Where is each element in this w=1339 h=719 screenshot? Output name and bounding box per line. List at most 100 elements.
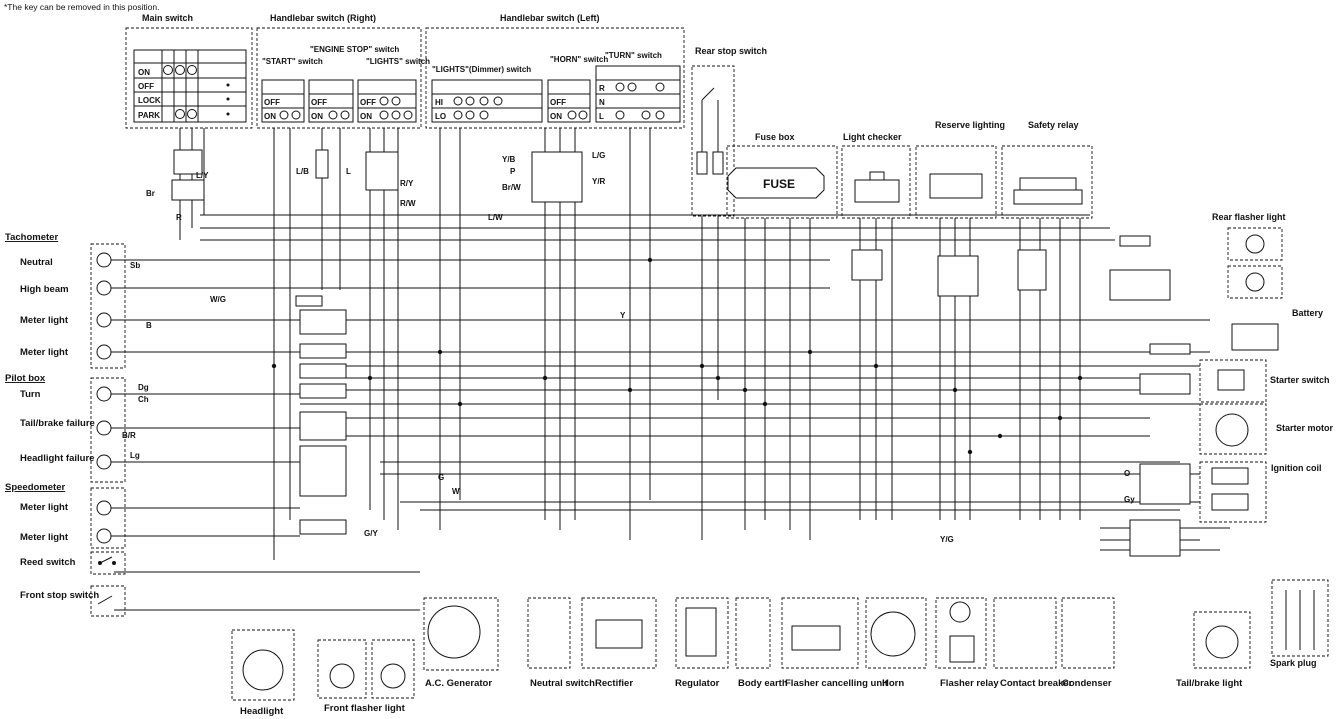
dimmer-switch-table <box>431 79 543 123</box>
wire-code-18: Ch <box>138 395 149 404</box>
speedometer-frame <box>90 487 126 549</box>
wire-code-25: Gy <box>1124 495 1135 504</box>
engine-stop-table <box>308 79 354 123</box>
left-item-2: Meter light <box>20 315 69 326</box>
tachometer-label: Tachometer <box>5 232 58 243</box>
starter-motor-frame <box>1199 403 1267 455</box>
wire-code-20: Lg <box>130 451 140 460</box>
turn-row-l: L <box>599 112 604 121</box>
lights-row-off: OFF <box>360 98 376 107</box>
rear-flasher-bulb-1 <box>1245 234 1265 254</box>
left-item-3: Meter light <box>20 347 69 358</box>
ignition-coil-frame <box>1199 461 1267 523</box>
bottom-label-3: Neutral switch <box>530 678 595 689</box>
main-row-2: LOCK <box>138 96 161 105</box>
dimmer-row-hi: HI <box>435 98 443 107</box>
wire-code-17: Dg <box>138 383 149 392</box>
rear-flasher-frame-1 <box>1227 227 1283 261</box>
bottom-label-0: Headlight <box>240 706 284 717</box>
horn-row-on: ON <box>550 112 562 121</box>
wire-code-8: Y/B <box>502 155 516 164</box>
dimmer-row-lo: LO <box>435 112 446 121</box>
wire-code-16: B <box>146 321 152 330</box>
turn-switch-label: "TURN" switch <box>605 51 662 60</box>
reserve-lighting-title: Reserve lighting <box>935 120 1005 130</box>
starter-motor-body <box>1215 413 1249 447</box>
bottom-label-12: Tail/brake light <box>1176 678 1243 689</box>
bottom-label-4: Rectifier <box>595 678 633 689</box>
key-note: *The key can be removed in this position… <box>4 2 159 12</box>
reserve-lighting-body <box>929 173 983 199</box>
wire-code-0: L/Y <box>196 171 209 180</box>
rear-flasher-bulb-2 <box>1245 272 1265 292</box>
spark-plug-frame <box>1271 579 1329 657</box>
bottom-label-9: Flasher relay <box>940 678 999 689</box>
pilot-box-frame <box>90 377 126 483</box>
left-item-6: Headlight failure <box>20 453 94 464</box>
reed-switch-frame <box>90 551 126 575</box>
wire-code-14: W/G <box>210 295 226 304</box>
starter-motor-title: Starter motor <box>1276 423 1334 433</box>
wire-code-7: L/W <box>488 213 503 222</box>
safety-relay-title: Safety relay <box>1028 120 1079 130</box>
junction-dots <box>271 257 1083 455</box>
rear-stop-title: Rear stop switch <box>695 46 767 56</box>
lights-row-on: ON <box>360 112 372 121</box>
wire-code-4: L <box>346 167 351 176</box>
bottom-label-1: Front flasher light <box>324 703 406 714</box>
left-item-8: Meter light <box>20 532 69 543</box>
starter-switch-title: Starter switch <box>1270 375 1330 385</box>
battery-title: Battery <box>1292 308 1323 318</box>
start-row-off: OFF <box>264 98 280 107</box>
left-item-9: Reed switch <box>20 557 76 568</box>
fuse-label: FUSE <box>763 177 795 191</box>
battery-body <box>1231 323 1279 351</box>
safety-relay-frame <box>1001 145 1093 219</box>
wire-code-23: W <box>452 487 460 496</box>
bottom-label-11: Condenser <box>1062 678 1112 689</box>
start-switch-label: "START" switch <box>262 57 323 66</box>
engine-stop-label: "ENGINE STOP" switch <box>310 45 399 54</box>
fuse-body <box>727 167 825 199</box>
handlebar-left-frame <box>425 27 685 129</box>
starter-switch-body <box>1217 369 1245 391</box>
wire-code-2: R <box>176 213 182 222</box>
bottom-label-5: Regulator <box>675 678 720 689</box>
spark-plug-title: Spark plug <box>1270 658 1317 668</box>
main-row-0: ON <box>138 68 150 77</box>
wire-code-9: P <box>510 167 516 176</box>
ignition-coil-1 <box>1211 467 1249 485</box>
left-item-7: Meter light <box>20 502 69 513</box>
speedometer-label: Speedometer <box>5 482 65 493</box>
wire-code-19: G/Y <box>364 529 378 538</box>
lights-switch-label: "LIGHTS" switch <box>366 57 430 66</box>
wire-code-12: Y/R <box>592 177 606 186</box>
ignition-coil-2 <box>1211 493 1249 511</box>
bottom-components <box>231 597 1251 701</box>
left-item-0: Neutral <box>20 257 53 268</box>
rear-flasher-frame-2 <box>1227 265 1283 299</box>
left-item-5: Tail/brake failure <box>20 418 95 429</box>
handlebar-right-title: Handlebar switch (Right) <box>270 13 376 23</box>
start-switch-table <box>261 79 305 123</box>
bottom-label-7: Flasher cancelling unit <box>785 678 889 689</box>
turn-row-r: R <box>599 84 605 93</box>
wire-code-3: L/B <box>296 167 309 176</box>
wire-code-labels: L/Y Br R L/B L R/Y R/W L/W Y/B P Br/W L/… <box>122 151 1135 544</box>
main-row-1: OFF <box>138 82 154 91</box>
wire-code-11: L/G <box>592 151 605 160</box>
rear-flasher-title: Rear flasher light <box>1212 212 1286 222</box>
horn-switch-table <box>547 79 591 123</box>
wire-code-22: G <box>438 473 444 482</box>
wire-code-13: Y <box>620 311 626 320</box>
wire-code-24: O <box>1124 469 1130 478</box>
engine-stop-row-on: ON <box>311 112 323 121</box>
ignition-coil-title: Ignition coil <box>1271 463 1322 473</box>
pilot-box-label: Pilot box <box>5 373 46 384</box>
start-row-on: ON <box>264 112 276 121</box>
front-stop-frame <box>90 585 126 617</box>
left-item-10: Front stop switch <box>20 590 99 601</box>
safety-relay-body <box>1013 189 1083 205</box>
light-checker-body <box>854 179 900 203</box>
